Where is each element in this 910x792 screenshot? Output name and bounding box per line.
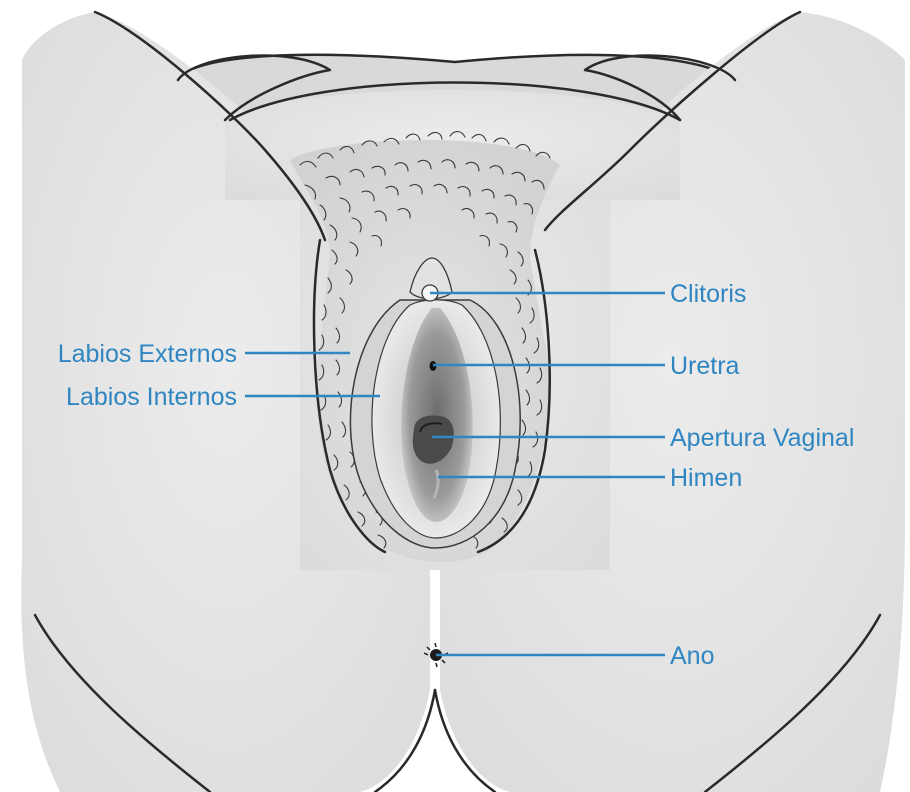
label-labios-internos: Labios Internos	[66, 383, 237, 411]
label-ano: Ano	[670, 642, 714, 670]
label-himen: Himen	[670, 464, 742, 492]
label-apertura-vaginal: Apertura Vaginal	[670, 424, 854, 452]
label-uretra: Uretra	[670, 352, 740, 380]
label-labios-externos: Labios Externos	[58, 340, 237, 368]
label-clitoris: Clitoris	[670, 280, 746, 308]
